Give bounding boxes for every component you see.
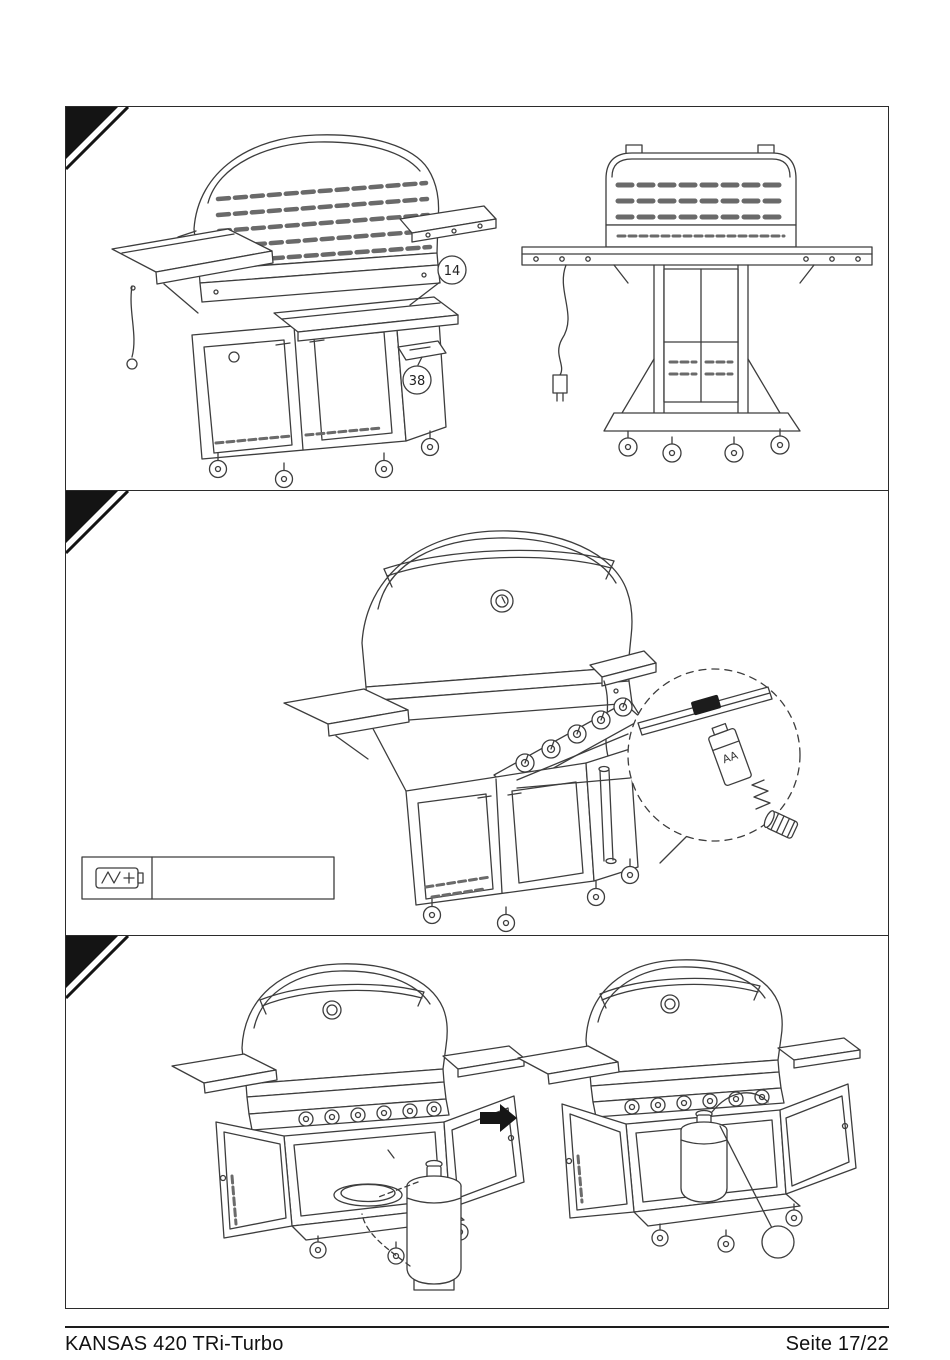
battery-label: AA — [721, 749, 740, 767]
callout-14-label: 14 — [444, 264, 461, 279]
step-panel-3 — [65, 934, 889, 1309]
step1-illustration: 14 38 — [111, 134, 873, 489]
cart-vent-slats — [424, 875, 492, 899]
power-cord — [552, 264, 569, 402]
step3-illustration — [171, 959, 861, 1291]
grill-front-left-view — [111, 134, 497, 489]
step2-illustration: AA — [81, 530, 801, 933]
instruction-panels: 14 38 — [65, 106, 889, 1309]
grill-assembled-view — [283, 530, 657, 933]
gas-bottle-installed — [680, 1109, 728, 1203]
callout-circle-empty — [761, 1225, 795, 1259]
gas-bottle — [406, 1159, 462, 1291]
battery-detail-circle: AA — [627, 668, 801, 843]
grill-doors-open-view — [171, 963, 525, 1291]
battery-icon — [95, 867, 144, 890]
callout-38-label: 38 — [409, 374, 426, 389]
arrow-right-icon — [480, 1103, 517, 1132]
igniter-spring — [751, 779, 771, 811]
igniter-contact-block — [691, 695, 721, 716]
rear-vent-slats — [615, 182, 787, 220]
burner-knobs — [515, 697, 633, 774]
igniter-cap — [763, 810, 799, 840]
casters — [422, 858, 640, 933]
grill-bottle-installed-view — [517, 959, 861, 1259]
footer-page-indicator: Seite 17/22 — [785, 1333, 889, 1355]
step-panel-2: AA — [65, 490, 889, 937]
cart-vent-slats — [214, 426, 383, 445]
aa-battery: AA — [708, 723, 752, 787]
step-panel-1: 14 38 — [65, 106, 889, 492]
gas-hose — [711, 1092, 769, 1113]
casters — [208, 430, 440, 489]
casters — [651, 1203, 803, 1253]
callout-14: 14 — [409, 255, 467, 306]
grill-rear-view — [521, 144, 873, 463]
page-footer: KANSAS 420 TRi-Turbo Seite 17/22 — [65, 1326, 889, 1356]
battery-legend — [81, 856, 335, 901]
burner-knobs — [298, 1101, 442, 1127]
casters — [618, 428, 790, 463]
footer-model-name: KANSAS 420 TRi-Turbo — [65, 1333, 284, 1355]
bottle-insert-guides — [361, 1181, 419, 1267]
callout-38: 38 — [402, 356, 432, 395]
